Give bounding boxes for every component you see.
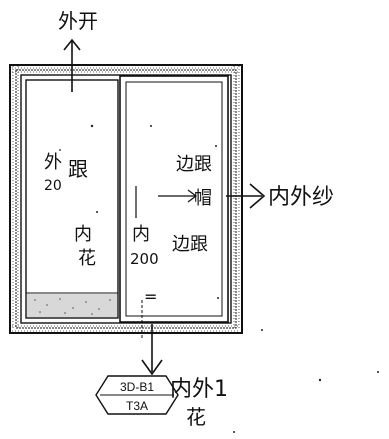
bottom-callout-arrow <box>141 324 163 376</box>
left-sash-sill-hatch <box>27 294 117 317</box>
bottom-callout-label: 内外1 <box>170 377 228 402</box>
right-sash-label: 内 <box>132 224 150 245</box>
window-outer-frame <box>9 64 243 334</box>
right-sash-equals: = <box>144 287 157 306</box>
badge-line1: 3D-B1 <box>120 380 154 394</box>
left-sash-size: 20 <box>44 178 62 194</box>
interlock-marks <box>135 186 197 218</box>
right-sash <box>119 75 229 323</box>
left-sash-note2: 内 <box>74 224 92 245</box>
right-sash-size: 200 <box>130 250 159 268</box>
part-badge: 3D-B1 T3A <box>95 375 179 415</box>
badge-line2: T3A <box>126 399 148 413</box>
right-callout-label: 内外纱 <box>268 185 334 210</box>
left-sash-note3: 花 <box>78 248 96 269</box>
bottom-callout-label2: 花 <box>186 405 206 429</box>
top-opening-label: 外开 <box>58 9 98 33</box>
left-sash <box>25 79 119 319</box>
right-sash-note-mid: 帽 <box>194 188 212 209</box>
right-sash-note-bottom: 边跟 <box>172 234 208 255</box>
left-sash-sill-dots <box>34 298 111 315</box>
right-sash-note: 边跟 <box>176 154 212 175</box>
stray-marks <box>59 124 379 433</box>
frame-hatching <box>12 66 240 332</box>
right-callout-arrow <box>226 183 266 209</box>
left-sash-label: 外 <box>44 152 62 173</box>
left-sash-note: 跟 <box>68 157 88 181</box>
